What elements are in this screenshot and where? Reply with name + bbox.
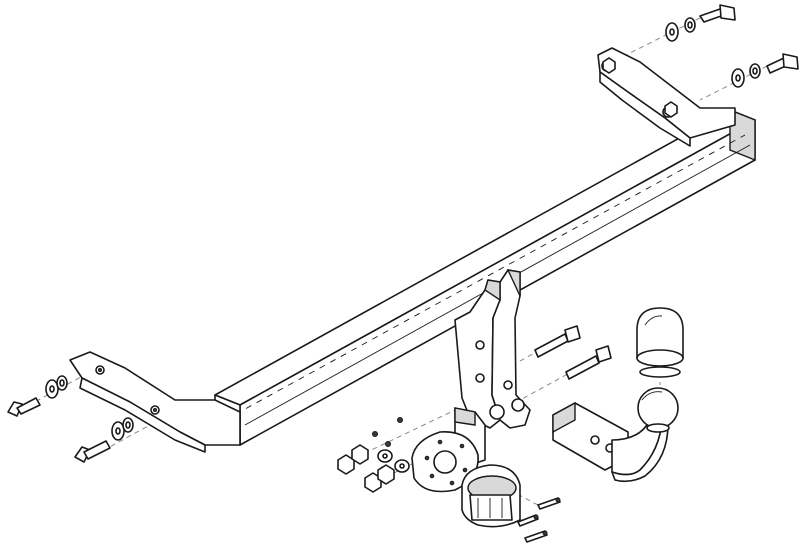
tow-ball [637,387,679,433]
bolt-center-2 [565,345,612,380]
tow-ball-neck [552,401,669,483]
left-bracket [69,351,241,453]
bolt-left-2 [74,440,111,463]
bolt-center-1 [534,325,581,358]
nuts [337,57,678,493]
screws [517,497,561,543]
bolt-left-1 [7,397,41,417]
tow-ball-cap [636,307,684,378]
socket-mounting-plate [411,407,486,493]
right-bracket [597,47,736,147]
bolts [7,4,799,463]
bolt-top-right-1 [699,4,736,23]
washers [45,17,761,473]
electrical-socket [461,464,521,528]
bolt-top-right-2 [766,53,799,74]
